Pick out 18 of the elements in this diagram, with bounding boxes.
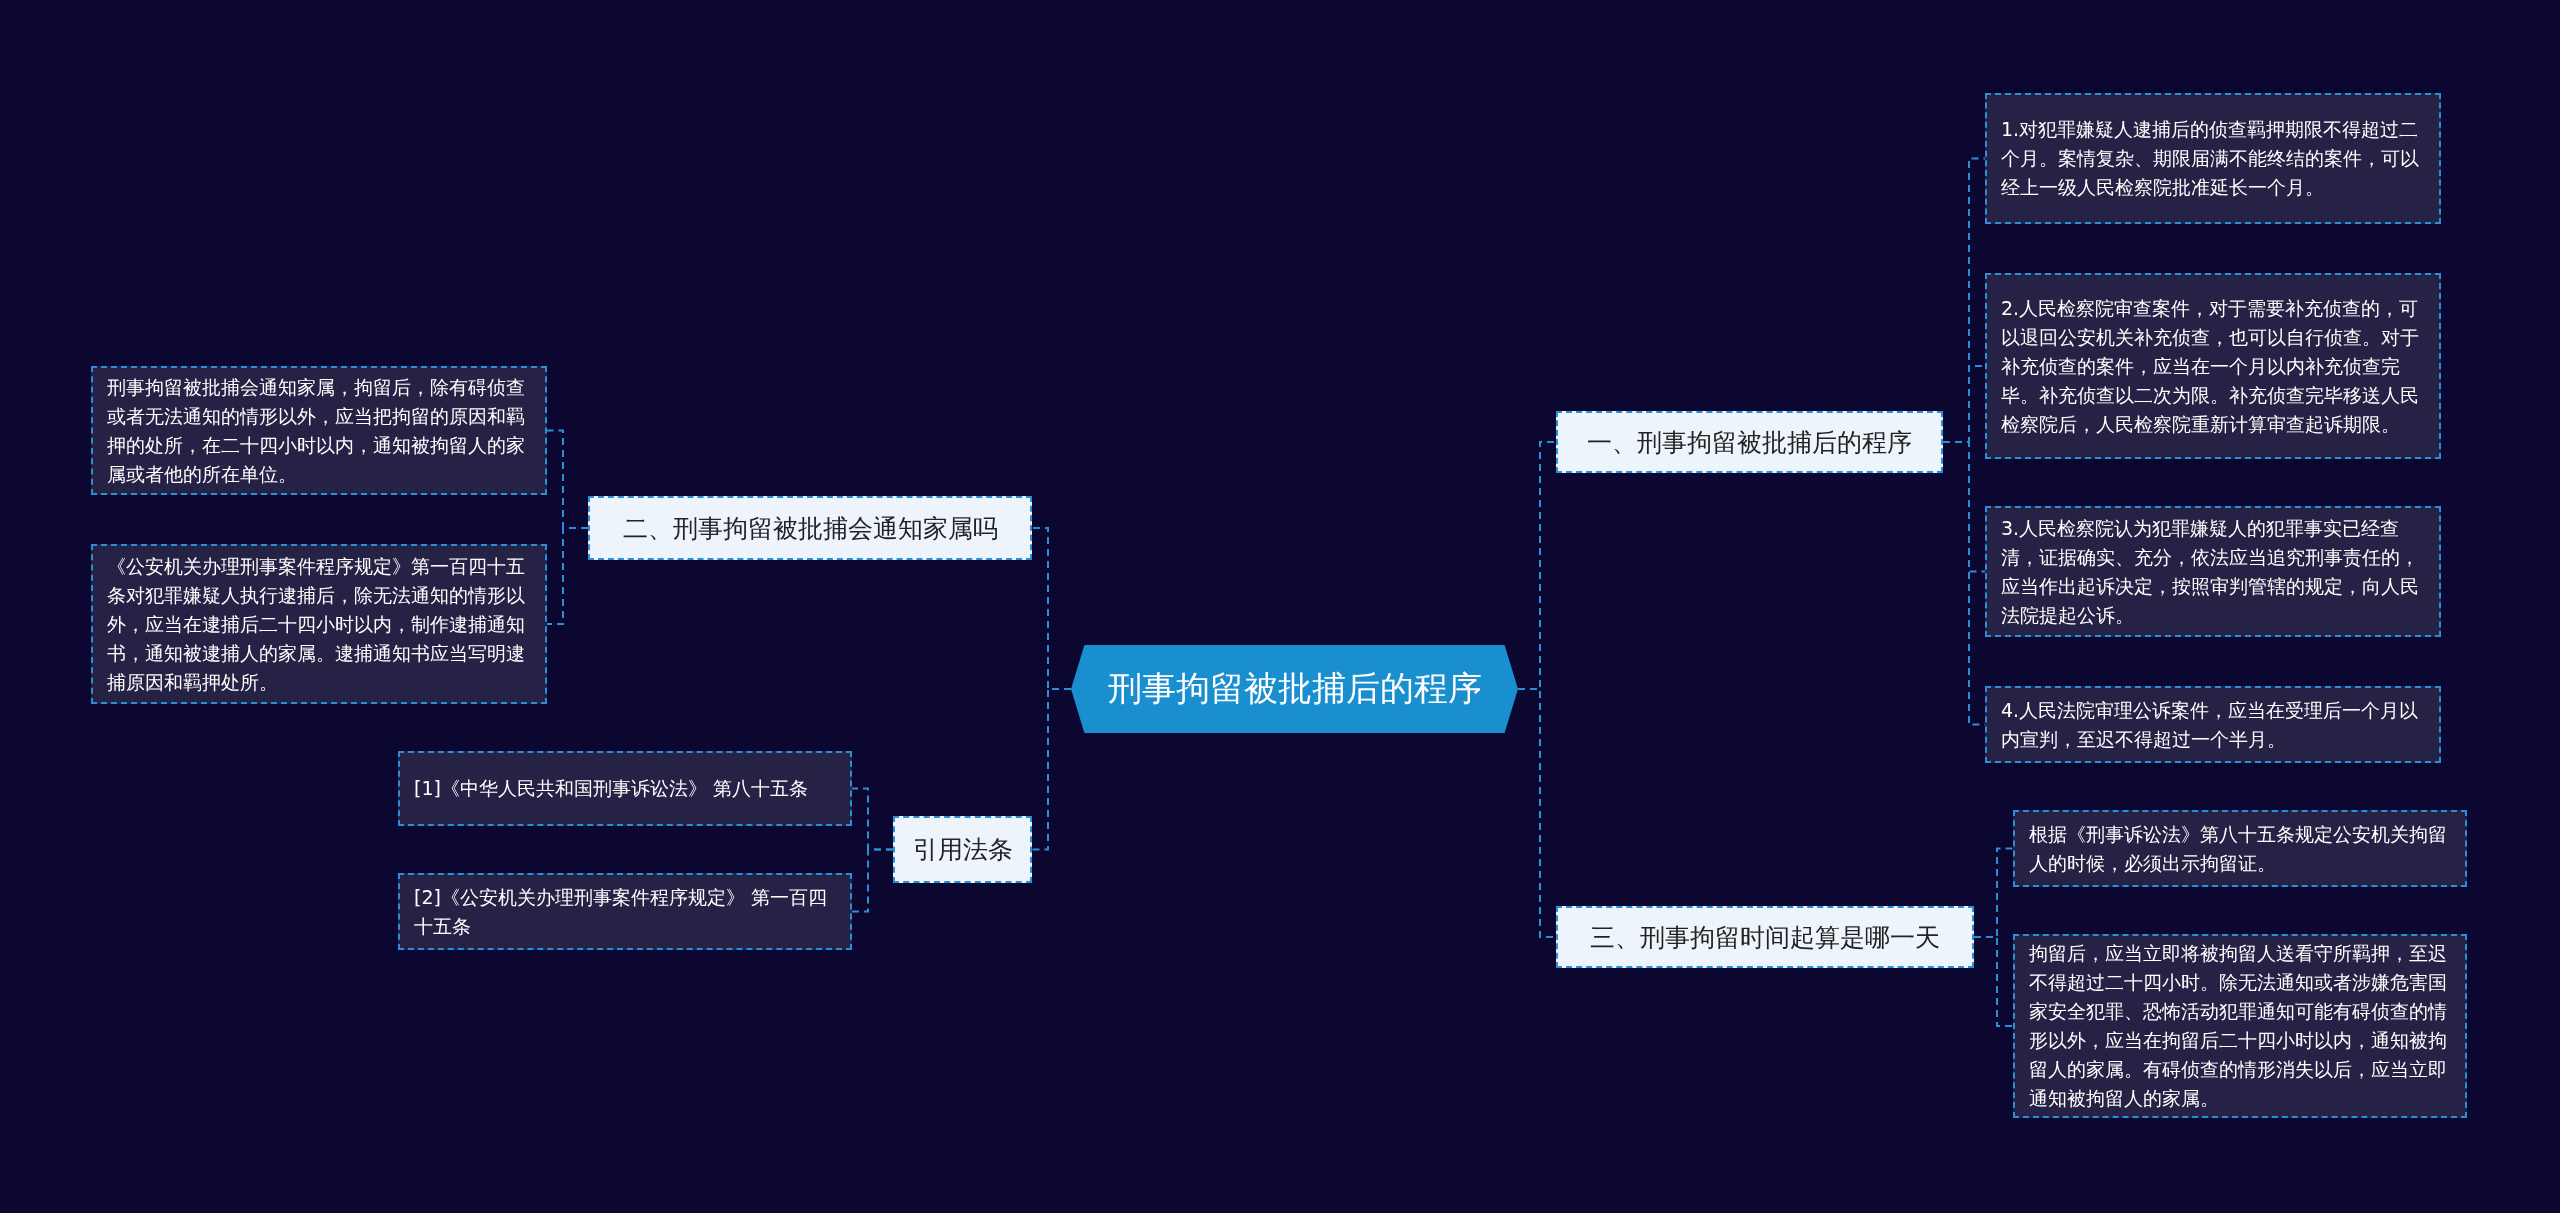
topic-box: 一、刑事拘留被批捕后的程序	[1556, 411, 1943, 473]
text-box: 根据《刑事诉讼法》第八十五条规定公安机关拘留人的时候，必须出示拘留证。	[2013, 810, 2467, 887]
text-box: 3.人民检察院认为犯罪嫌疑人的犯罪事实已经查清，证据确实、充分，依法应当追究刑事责任的，应当作出起诉决定，按照审判管辖的规定，向人民法院提起公诉。	[1985, 506, 2441, 637]
topic-box: 三、刑事拘留时间起算是哪一天	[1556, 906, 1974, 968]
topic-box: 二、刑事拘留被批捕会通知家属吗	[588, 496, 1032, 560]
text-box: 拘留后，应当立即将被拘留人送看守所羁押，至迟不得超过二十四小时。除无法通知或者涉嫌危害国家安全犯罪、恐怖活动犯罪通知可能有碍侦查的情形以外，应当在拘留后二十四小时以内，通知被拘留人的家属。有碍侦查的情形消失以后，应当立即通知被拘留人的家属。	[2013, 934, 2467, 1118]
connector-line	[851, 848, 894, 913]
topic-box: 引用法条	[893, 816, 1032, 883]
text-box: [2]《公安机关办理刑事案件程序规定》 第一百四十五条	[398, 873, 852, 950]
text-box: [1]《中华人民共和国刑事诉讼法》 第八十五条	[398, 751, 852, 826]
text-box: 《公安机关办理刑事案件程序规定》第一百四十五条对犯罪嫌疑人执行逮捕后，除无法通知的情形以外，应当在逮捕后二十四小时以内，制作逮捕通知书，通知被逮捕人的家属。逮捕通知书应当写明逮捕原因和羁押处所。	[91, 544, 547, 704]
connector-line	[1031, 688, 1072, 851]
text-box: 2.人民检察院审查案件，对于需要补充侦查的，可以退回公安机关补充侦查，也可以自行侦查。对于补充侦查的案件，应当在一个月以内补充侦查完毕。补充侦查以二次为限。补充侦查完毕移送人民检察院后，人民检察院重新计算审查起诉期限。	[1985, 273, 2441, 459]
text-box: 4.人民法院审理公诉案件，应当在受理后一个月以内宣判，至迟不得超过一个半月。	[1985, 686, 2441, 763]
text-box: 1.对犯罪嫌疑人逮捕后的侦查羁押期限不得超过二个月。案情复杂、期限届满不能终结的案件，可以经上一级人民检察院批准延长一个月。	[1985, 93, 2441, 224]
text-box: 刑事拘留被批捕会通知家属，拘留后，除有碍侦查或者无法通知的情形以外，应当把拘留的原因和羁押的处所，在二十四小时以内，通知被拘留人的家属或者他的所在单位。	[91, 366, 547, 495]
connector-line	[1973, 936, 2014, 1027]
connector-line	[546, 527, 589, 625]
